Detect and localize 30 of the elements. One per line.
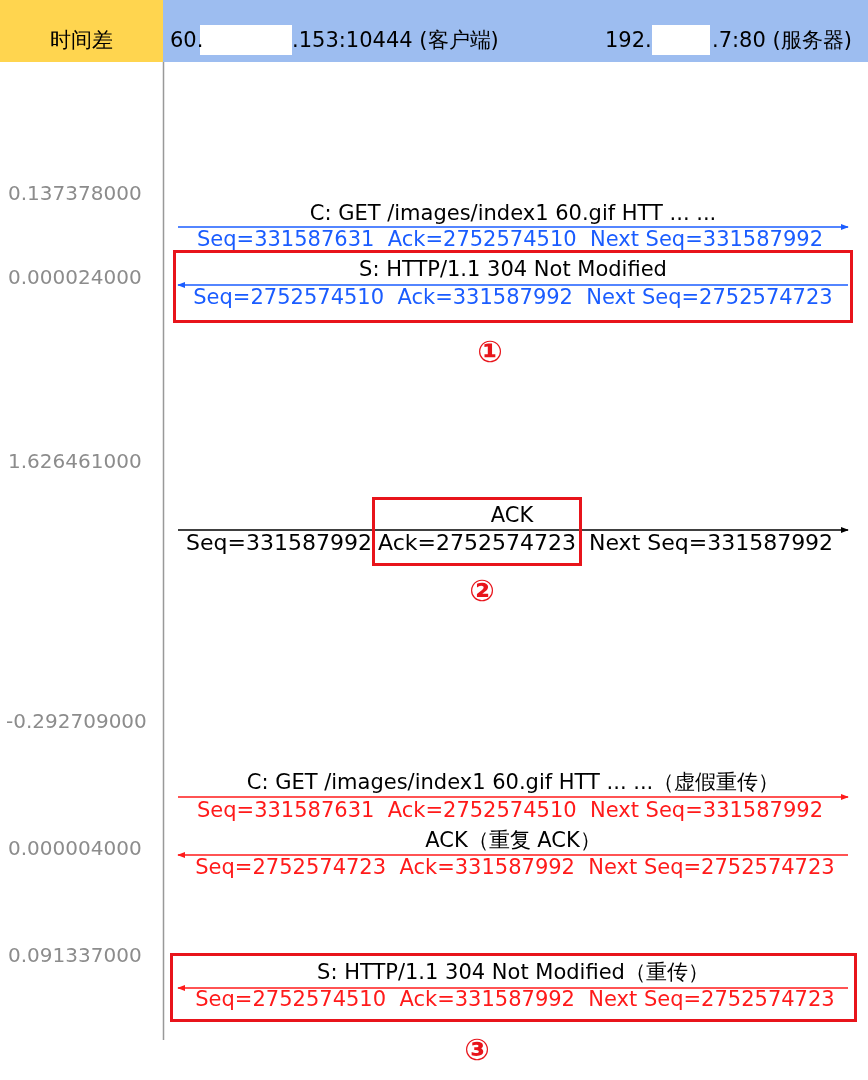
time-delta: 0.137378000 (8, 183, 142, 203)
message-label: C: GET /images/index1 60.gif HTT ... ...（虚假重传） (246, 771, 780, 793)
sequence-text: Seq=331587631 Ack=2752574510 Next Seq=331587992 (196, 799, 824, 821)
column-header: 时间差 (49, 29, 113, 51)
time-delta: 1.626461000 (8, 451, 142, 471)
message-label: S: HTTP/1.1 304 Not Modified (359, 258, 667, 280)
time-delta: 0.000024000 (8, 267, 142, 287)
message-label: ACK (490, 504, 534, 526)
sequence-text: Seq=2752574510 Ack=331587992 Next Seq=2752574723 (195, 988, 835, 1010)
address-text: 192. (605, 29, 652, 51)
address-text: .153:10444 (客户端) (292, 29, 499, 51)
circled-number: ② (469, 576, 495, 606)
sequence-text: Next Seq=331587992 (589, 532, 834, 554)
message-label: C: GET /images/index1 60.gif HTT ... ... (309, 202, 717, 224)
address-text: 60. (170, 29, 204, 51)
circled-number: ③ (464, 1035, 490, 1065)
sequence-text: Seq=331587631 Ack=2752574510 Next Seq=331587992 (196, 228, 824, 250)
message-label: S: HTTP/1.1 304 Not Modified（重传） (317, 961, 709, 983)
address-text: .7:80 (服务器) (712, 29, 852, 51)
time-delta: -0.292709000 (6, 711, 147, 731)
highlight-box (372, 497, 582, 566)
time-delta: 0.091337000 (8, 945, 142, 965)
message-label: ACK（重复 ACK） (425, 829, 601, 851)
highlight-box (173, 250, 853, 323)
sequence-text: Seq=2752574510 Ack=331587992 Next Seq=2752574723 (193, 286, 833, 308)
sequence-text: Ack=2752574723 (378, 532, 576, 554)
time-delta: 0.000004000 (8, 838, 142, 858)
sequence-text: Seq=2752574723 Ack=331587992 Next Seq=2752574723 (195, 856, 835, 878)
highlight-box (170, 953, 857, 1022)
circled-number: ① (477, 337, 503, 367)
